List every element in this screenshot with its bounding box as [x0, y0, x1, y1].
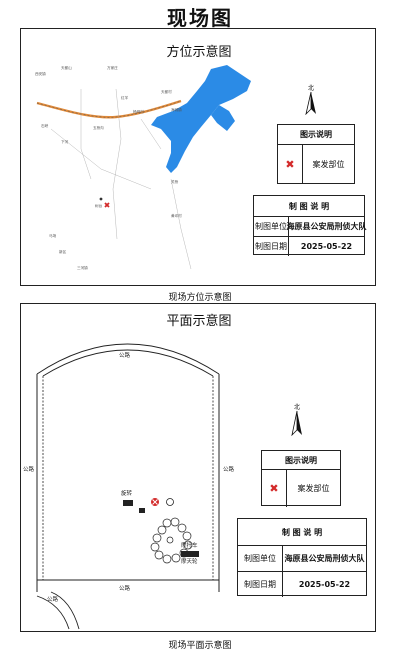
main-road [36, 99, 182, 119]
ride-block-center [139, 508, 145, 513]
map-label: 红羊 [121, 96, 129, 100]
legend-item-label: 案发部位 [302, 145, 354, 184]
legend-header: 图示说明 [300, 129, 332, 139]
drawing-info-table: 制 图 说 明 制图单位 海原县公安局刑侦大队 制图日期 2025-05-22 [237, 518, 367, 597]
main-road-edge [36, 100, 182, 118]
ride-block-left [123, 500, 133, 506]
date-label: 制图日期 [244, 580, 276, 589]
north-label: 北 [294, 404, 301, 411]
legend-table: 图示说明 ✖ 案发部位 [277, 124, 355, 184]
map-label: 马场 [49, 234, 57, 238]
ride-label: 旋转 [121, 491, 133, 497]
floor-plan-title: 平面示意图 [166, 314, 232, 329]
legend-header: 图示说明 [285, 455, 317, 465]
motorbike-label: 摩托车 [181, 543, 198, 549]
date-label: 制图日期 [255, 242, 287, 251]
unit-value: 海原县公安局刑侦大队 [287, 217, 367, 236]
map-label: 杨明村 [133, 110, 144, 114]
track-inner-top [42, 349, 214, 377]
map-label: 西安镇 [35, 72, 46, 76]
lake-arm [211, 105, 235, 131]
map-label: 新区 [59, 250, 67, 254]
location-map [36, 65, 251, 270]
road-label-right: 公路 [223, 467, 235, 473]
floor-plan-caption: 现场平面示意图 [168, 641, 232, 651]
north-label: 北 [308, 85, 315, 92]
unit-value: 海原县公安局刑侦大队 [282, 546, 366, 571]
road-curve [36, 595, 70, 630]
track-outer-top [36, 343, 220, 375]
legend-marker-cell: ✖ [262, 470, 286, 507]
map-label: 三河镇 [77, 266, 88, 270]
map-label: 五桥沟 [93, 126, 104, 130]
map-label: 下河 [61, 140, 69, 144]
motorbike-block [181, 551, 199, 557]
legend-table: 图示说明 ✖ 案发部位 [261, 450, 341, 507]
map-label: 天都村 [161, 90, 172, 94]
info-header: 制 图 说 明 [288, 201, 330, 211]
incident-marker [104, 202, 110, 208]
lake [151, 65, 251, 173]
date-value: 2025-05-22 [288, 237, 364, 256]
page-title: 现场图 [167, 6, 233, 30]
rotating-ride [166, 498, 174, 506]
road-label-left: 公路 [23, 467, 35, 473]
drawing-info-table: 制 图 说 明 制图单位 海原县公安局刑侦大队 制图日期 2025-05-22 [253, 195, 367, 256]
unit-label: 制图单位 [244, 554, 276, 563]
site-plan [36, 343, 220, 630]
unit-label: 制图单位 [255, 222, 287, 231]
road-label-top: 公路 [119, 353, 131, 359]
legend-item-label: 案发部位 [286, 470, 340, 507]
road-label-bottom: 公路 [119, 586, 131, 592]
map-label: 海城镇 [171, 108, 182, 112]
incident-marker-icon: ✖ [269, 482, 279, 495]
location-diagram-title: 方位示意图 [166, 45, 232, 60]
map-label: 石峡 [41, 124, 49, 128]
ferris-wheel-label: 摩天轮 [181, 559, 198, 565]
info-header: 制 图 说 明 [281, 527, 323, 537]
legend-marker-cell: ✖ [278, 145, 302, 184]
town-marker [99, 197, 103, 201]
road-curve-inner [50, 591, 80, 630]
minor-roads [50, 88, 192, 270]
map-label: 万家庄 [107, 66, 118, 70]
map-label: 天都山 [61, 66, 72, 70]
north-arrow-icon [291, 410, 302, 436]
north-arrow-icon [305, 91, 316, 115]
incident-site-cross [152, 499, 158, 505]
map-label: 关桥 [171, 180, 179, 184]
map-label: 树台 [95, 204, 103, 208]
floor-plan-panel: 平面示意图 公路 公路 [20, 303, 376, 632]
incident-marker-icon: ✖ [285, 158, 295, 171]
location-diagram-panel: 方位示意图 西安镇 天都山 万家庄 石峡 下河 五桥沟 天都村 海城镇 红羊 杨… [20, 28, 376, 286]
map-label: 黄坪村 [171, 214, 182, 218]
road-label-curve: 公路 [47, 597, 59, 603]
date-value: 2025-05-22 [282, 572, 366, 597]
location-diagram-caption: 现场方位示意图 [168, 293, 232, 303]
